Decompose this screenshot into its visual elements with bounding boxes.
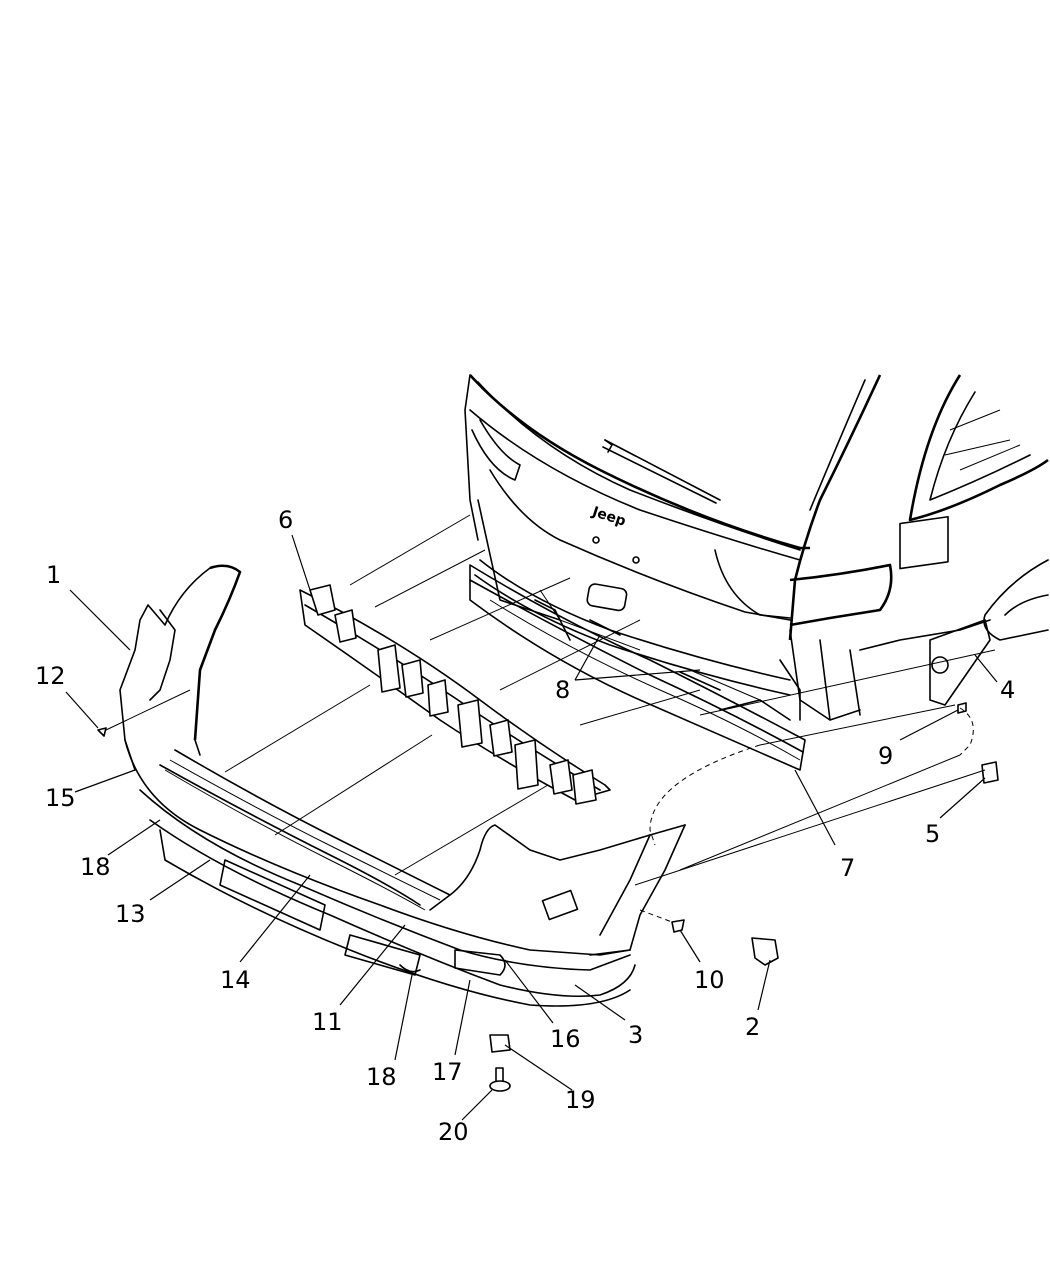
energy-absorber: [299, 584, 611, 805]
callout-19: 19: [565, 1086, 596, 1114]
callout-20: 20: [438, 1118, 469, 1146]
callout-16: 16: [550, 1025, 581, 1053]
callout-3: 3: [628, 1021, 643, 1049]
clip-9-icon: [957, 702, 967, 714]
callout-18b: 18: [366, 1063, 397, 1091]
callout-1: 1: [46, 561, 61, 589]
leader-lines: [65, 534, 998, 1121]
bumper-reinforcement-beam: [469, 564, 806, 771]
nut-19-icon: [489, 1034, 511, 1053]
vehicle-rear-body: Jeep: [464, 374, 1049, 721]
callout-9: 9: [878, 742, 893, 770]
screw-12-icon: [97, 727, 107, 737]
assembly-lines: [105, 514, 996, 923]
callout-2: 2: [745, 1013, 760, 1041]
callout-17: 17: [432, 1058, 463, 1086]
rear-bumper-fascia: [119, 564, 686, 1007]
callout-10: 10: [694, 966, 725, 994]
callout-8: 8: [555, 676, 570, 704]
callout-5: 5: [925, 820, 940, 848]
clip-2-icon: [751, 937, 779, 966]
callout-7: 7: [840, 854, 855, 882]
callout-11: 11: [312, 1008, 343, 1036]
jeep-badge: Jeep: [589, 504, 627, 530]
callout-labels: 1 2 3 4 5 6 7 8 9 10 11 12 13 14 15 16 1…: [35, 506, 1015, 1146]
callout-12: 12: [35, 662, 66, 690]
callout-18a: 18: [80, 853, 111, 881]
nut-5-icon: [981, 761, 999, 784]
callout-6: 6: [278, 506, 293, 534]
callout-13: 13: [115, 900, 146, 928]
screw-10-icon: [671, 919, 685, 933]
absorber-lugs: [309, 584, 597, 805]
callout-4: 4: [1000, 676, 1015, 704]
small-fasteners: [97, 619, 999, 1092]
callout-15: 15: [45, 784, 76, 812]
callout-14: 14: [220, 966, 251, 994]
bolt-20-icon: [489, 1067, 511, 1092]
